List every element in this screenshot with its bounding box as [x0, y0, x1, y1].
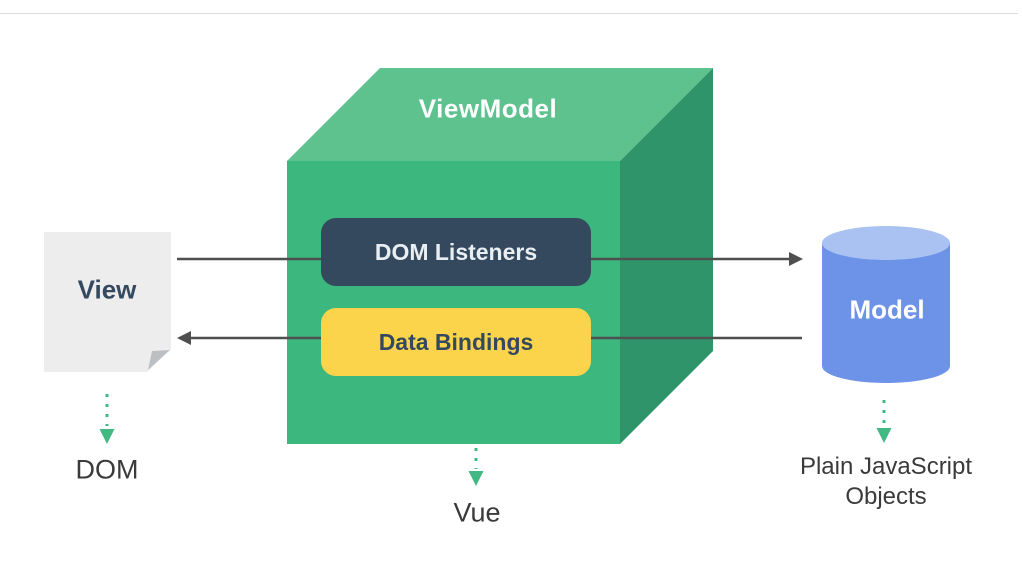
top-divider-line	[0, 13, 1018, 14]
dotted-arrow-model-to-objects	[876, 400, 892, 443]
view-paper-icon	[44, 232, 171, 372]
cube-right-face	[620, 68, 713, 444]
dotted-arrow-head-icon	[876, 428, 892, 443]
view-paper-body	[44, 232, 171, 372]
dom-caption: DOM	[75, 454, 139, 485]
view-label: View	[77, 274, 137, 305]
plain-js-objects-caption: Plain JavaScript Objects	[799, 453, 973, 510]
arrow-model-to-view-head-icon	[177, 331, 191, 345]
dom-listeners-label: DOM Listeners	[374, 238, 538, 265]
viewmodel-cube	[287, 68, 713, 444]
model-cylinder-body	[822, 243, 950, 383]
vue-caption: Vue	[453, 497, 501, 528]
dotted-arrow-cube-to-vue	[468, 448, 484, 486]
dotted-arrow-head-icon	[99, 429, 115, 444]
viewmodel-title: ViewModel	[418, 93, 558, 124]
dotted-arrow-head-icon	[468, 471, 484, 486]
model-cylinder-top	[822, 226, 950, 260]
arrow-view-to-model-head-icon	[789, 252, 803, 266]
data-bindings-label: Data Bindings	[378, 328, 534, 355]
dom-listeners-box: DOM Listeners	[321, 218, 591, 286]
view-paper-fold	[148, 350, 170, 370]
model-label: Model	[849, 294, 925, 325]
model-cylinder-icon	[822, 226, 950, 383]
dotted-arrow-view-to-dom	[99, 394, 115, 444]
cube-top-face	[287, 68, 713, 161]
data-bindings-box: Data Bindings	[321, 308, 591, 376]
cube-front-face	[287, 161, 620, 444]
